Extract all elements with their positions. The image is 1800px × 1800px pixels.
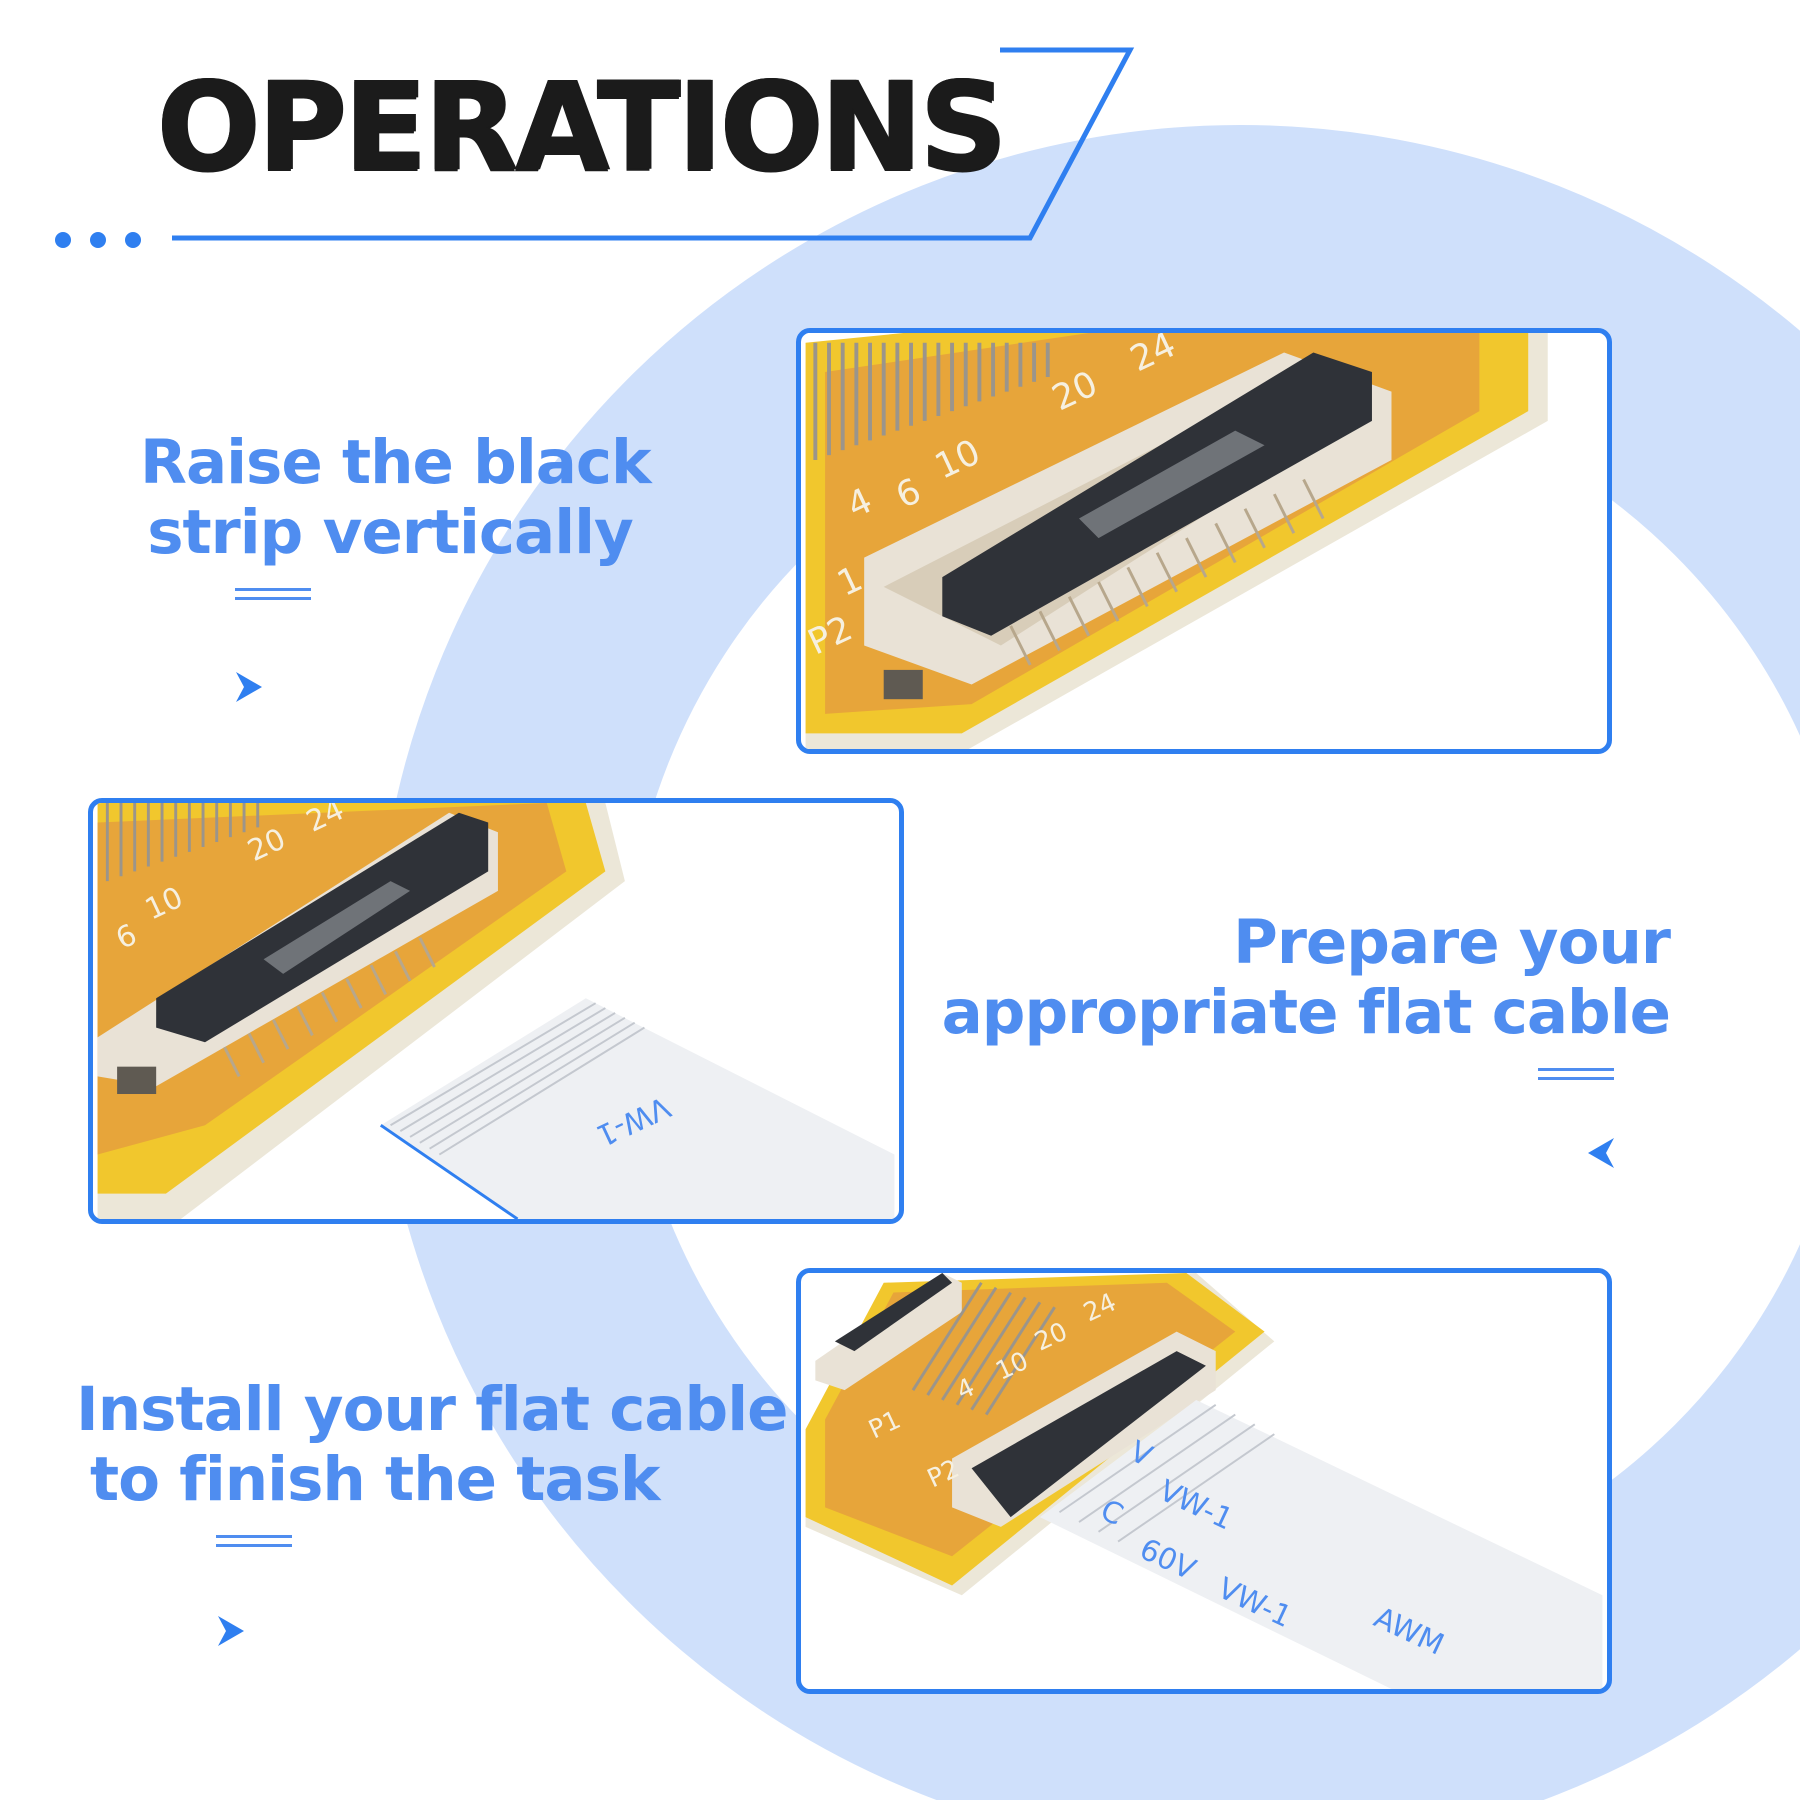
chevron-right-icon xyxy=(218,1616,244,1646)
step-2-line-1: Prepare your xyxy=(1233,907,1671,978)
step-3-underline xyxy=(216,1535,292,1547)
chevron-left-icon xyxy=(1588,1138,1614,1168)
page-title: OPERATIONS xyxy=(156,56,1007,198)
flat-cable-installed-image: P1 P2 4 10 20 24 C V VW-1 60V VW-1 AWM xyxy=(805,1273,1603,1689)
step-2-underline xyxy=(1538,1068,1614,1080)
step-3-line-1: Install your flat cable xyxy=(76,1374,789,1445)
flat-cable-next-to-connector-image: 6 10 20 24 VW-1 xyxy=(97,803,895,1219)
step-3-line-2: to finish the task xyxy=(90,1444,660,1515)
dot-3 xyxy=(125,232,141,248)
dot-1 xyxy=(55,232,71,248)
step-1-line-1: Raise the black xyxy=(140,427,652,498)
connector-latch-raised-image: 4 6 10 20 24 P2 1 xyxy=(802,333,1603,749)
step-2-photo: 6 10 20 24 VW-1 xyxy=(88,798,904,1224)
step-3-text: Install your flat cable to finish the ta… xyxy=(76,1374,789,1515)
step-1-line-2: strip vertically xyxy=(147,497,634,568)
chevron-right-icon xyxy=(236,672,262,702)
dot-2 xyxy=(90,232,106,248)
step-2-line-2: appropriate flat cable xyxy=(941,977,1671,1048)
step-1-underline xyxy=(235,588,311,600)
step-1-text: Raise the black strip vertically xyxy=(140,427,652,568)
step-2-text: Prepare your appropriate flat cable xyxy=(900,907,1671,1048)
step-3-photo: P1 P2 4 10 20 24 C V VW-1 60V VW-1 AWM xyxy=(796,1268,1612,1694)
step-1-photo: 4 6 10 20 24 P2 1 xyxy=(796,328,1612,754)
title-frame xyxy=(55,47,1135,248)
